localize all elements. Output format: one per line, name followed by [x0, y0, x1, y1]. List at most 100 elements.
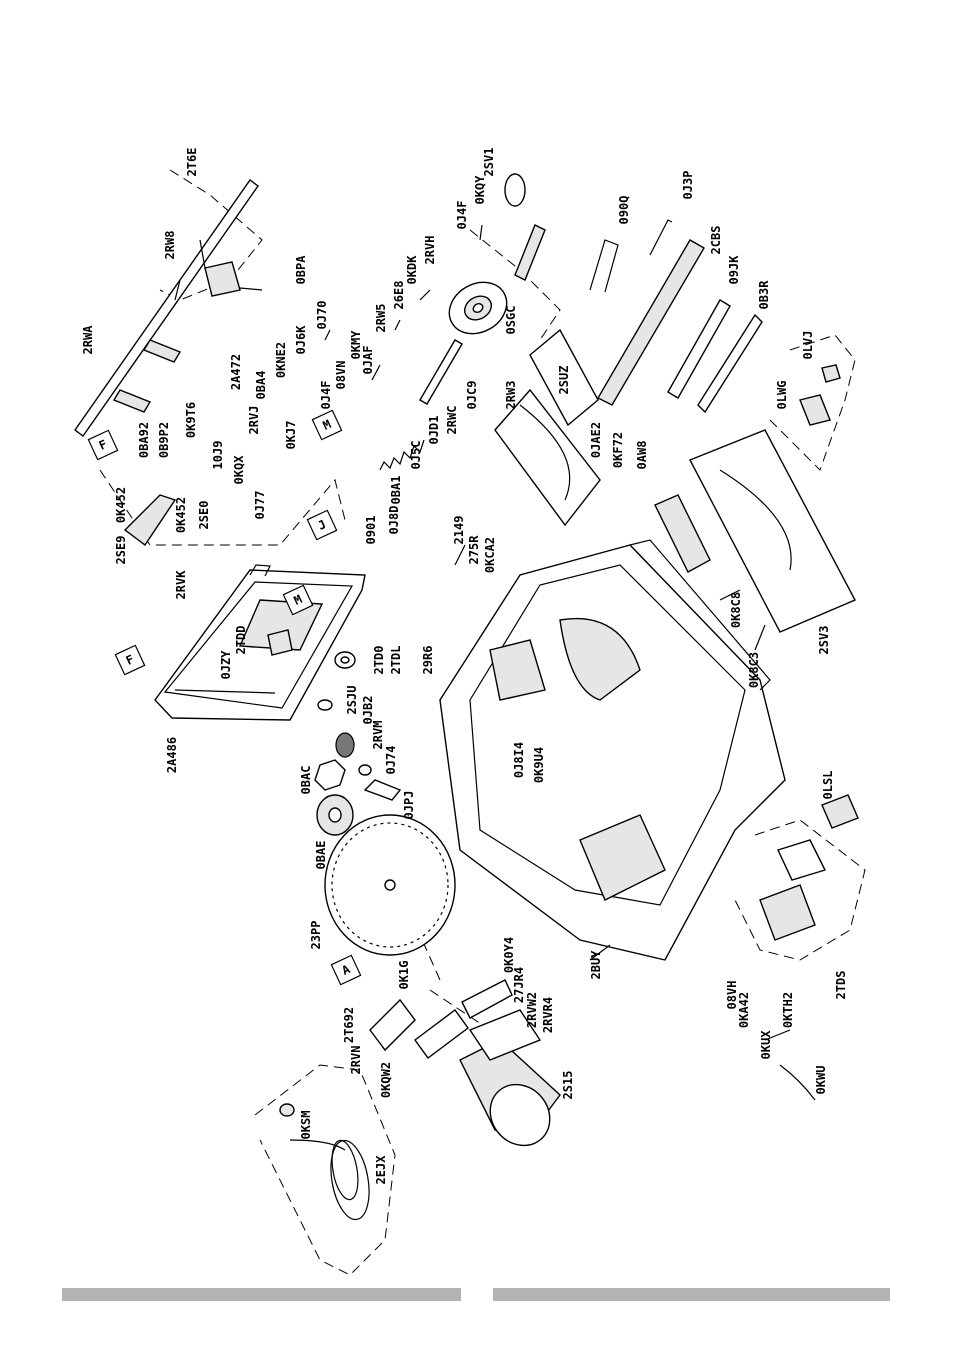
part-label-0b3r: 0B3R: [757, 280, 771, 310]
part-label-2se9: 2SE9: [114, 536, 128, 565]
part-label-2tds: 2TDS: [834, 971, 848, 1000]
fence-lock-parts: [267, 629, 356, 711]
part-label-0j3p: 0J3P: [681, 171, 695, 200]
wire-0kwu: [779, 1064, 816, 1101]
spring-0j8d: [379, 439, 425, 471]
part-label-0bpa: 0BPA: [294, 255, 308, 285]
part-label-0k8c3: 0K8C3: [747, 652, 761, 688]
part-label-0kdk: 0KDK: [405, 255, 419, 285]
part-label-2rvj: 2RVJ: [247, 406, 261, 435]
part-label-0kux: 0KUX: [759, 1030, 773, 1060]
part-label-0ksm: 0KSM: [299, 1111, 313, 1140]
part-label-0kqy: 0KQY: [473, 175, 487, 205]
reference-tag: M: [282, 584, 314, 616]
part-label-2tdd: 2TDD: [234, 626, 248, 655]
reference-tag-box: [306, 509, 338, 541]
footer-bar-right: [493, 1288, 890, 1301]
boundary-2tds: [734, 819, 866, 961]
part-label-0k452: 0K452: [174, 497, 188, 533]
part-label-0j77: 0J77: [253, 491, 267, 520]
part-label-2s15: 2S15: [561, 1071, 575, 1100]
part-label-2rvm: 2RVM: [371, 721, 385, 750]
boundary-2ejx: [254, 1064, 396, 1276]
boundary-0lvj: [769, 334, 856, 471]
part-label-0bac: 0BAC: [299, 766, 313, 795]
part-label-2rvk: 2RVK: [174, 570, 188, 600]
motor-2s15: [459, 1009, 561, 1147]
reference-tag: M: [311, 409, 343, 441]
part-label-08vn: 08VN: [334, 361, 348, 390]
part-labels: 2T6E2RW82SV10KQY0J4F2RVH0KDK0BPA26E80J70…: [81, 148, 848, 1185]
part-label-2buy: 2BUY: [589, 950, 603, 980]
part-label-2ejx: 2EJX: [374, 1155, 388, 1185]
part-label-275r: 275R: [467, 535, 481, 565]
reference-tag: J: [306, 509, 338, 541]
part-label-0k452: 0K452: [114, 487, 128, 523]
part-label-0lwg: 0LWG: [775, 381, 789, 410]
part-label-2rvh: 2RVH: [423, 236, 437, 265]
part-label-0bae: 0BAE: [314, 841, 328, 870]
part-label-2sju: 2SJU: [345, 686, 359, 715]
part-label-0kqx: 0KQX: [232, 455, 246, 485]
part-label-0aw8: 0AW8: [635, 441, 649, 470]
part-label-2suz: 2SUZ: [557, 366, 571, 395]
switchbox-2tds: [759, 839, 826, 941]
part-label-0jc9: 0JC9: [465, 381, 479, 410]
part-label-0ka42: 0KA42: [737, 992, 751, 1028]
part-label-2se0: 2SE0: [197, 501, 211, 530]
part-label-0jpj: 0JPJ: [402, 791, 416, 820]
part-label-0jaf: 0JAF: [361, 346, 375, 375]
part-label-2t6e: 2T6E: [185, 148, 199, 177]
plate-2rw3: [494, 328, 601, 527]
part-label-0ba4: 0BA4: [254, 371, 268, 400]
part-label-0jb2: 0JB2: [361, 696, 375, 725]
part-label-0j4f: 0J4F: [319, 381, 333, 410]
part-label-0ba1: 0BA1: [389, 476, 403, 505]
part-label-0k8c8: 0K8C8: [729, 592, 743, 628]
part-label-2rwc: 2RWC: [445, 406, 459, 435]
part-label-2t692: 2T692: [342, 1007, 356, 1043]
part-label-0kca2: 0KCA2: [483, 537, 497, 573]
switch-0lwg: [799, 364, 841, 426]
part-label-0kwu: 0KWU: [814, 1066, 828, 1095]
part-label-0kqw2: 0KQW2: [379, 1062, 393, 1098]
blade-23pp: [324, 814, 456, 956]
part-label-2tdl: 2TDL: [389, 646, 403, 675]
reference-tag: F: [114, 644, 146, 676]
part-label-0kmy: 0KMY: [349, 330, 363, 360]
part-label-0j70: 0J70: [315, 301, 329, 330]
part-label-08vh: 08VH: [725, 981, 739, 1010]
base-2buy: [439, 539, 786, 961]
part-label-27jr4: 27JR4: [512, 967, 526, 1003]
disc-2sv1: [504, 173, 526, 207]
part-label-2rvr4: 2RVR4: [541, 997, 555, 1033]
part-label-0k9u4: 0K9U4: [532, 747, 546, 783]
part-label-0901: 0901: [364, 516, 378, 545]
part-label-0j6k: 0J6K: [294, 325, 308, 355]
reference-tag-box: [330, 954, 362, 986]
part-label-2rw5: 2RW5: [374, 304, 388, 333]
part-label-2cbs: 2CBS: [709, 226, 723, 255]
part-label-0kj7: 0KJ7: [284, 421, 298, 450]
part-label-2rvn: 2RVN: [349, 1046, 363, 1075]
part-label-0j74: 0J74: [384, 746, 398, 775]
handwheel-2rvh: [448, 281, 508, 335]
bracket-0lsl: [821, 794, 859, 829]
part-label-23pp: 23PP: [309, 921, 323, 950]
insert-2sv3: [689, 429, 856, 633]
boundary-2sv1: [469, 229, 561, 341]
part-label-2rw3: 2RW3: [504, 381, 518, 410]
part-label-0ba92: 0BA92: [137, 422, 151, 458]
part-label-10j9: 10J9: [211, 441, 225, 470]
part-label-0jae2: 0JAE2: [589, 422, 603, 458]
boundary-motor: [429, 989, 521, 1051]
arbor-parts: [314, 732, 402, 836]
tools: [589, 219, 763, 414]
part-label-29r6: 29R6: [421, 646, 435, 675]
part-label-0k0y4: 0K0Y4: [502, 937, 516, 973]
part-label-0jd1: 0JD1: [427, 416, 441, 445]
part-label-0kth2: 0KTH2: [781, 992, 795, 1028]
part-label-0j5c: 0J5C: [409, 441, 423, 470]
